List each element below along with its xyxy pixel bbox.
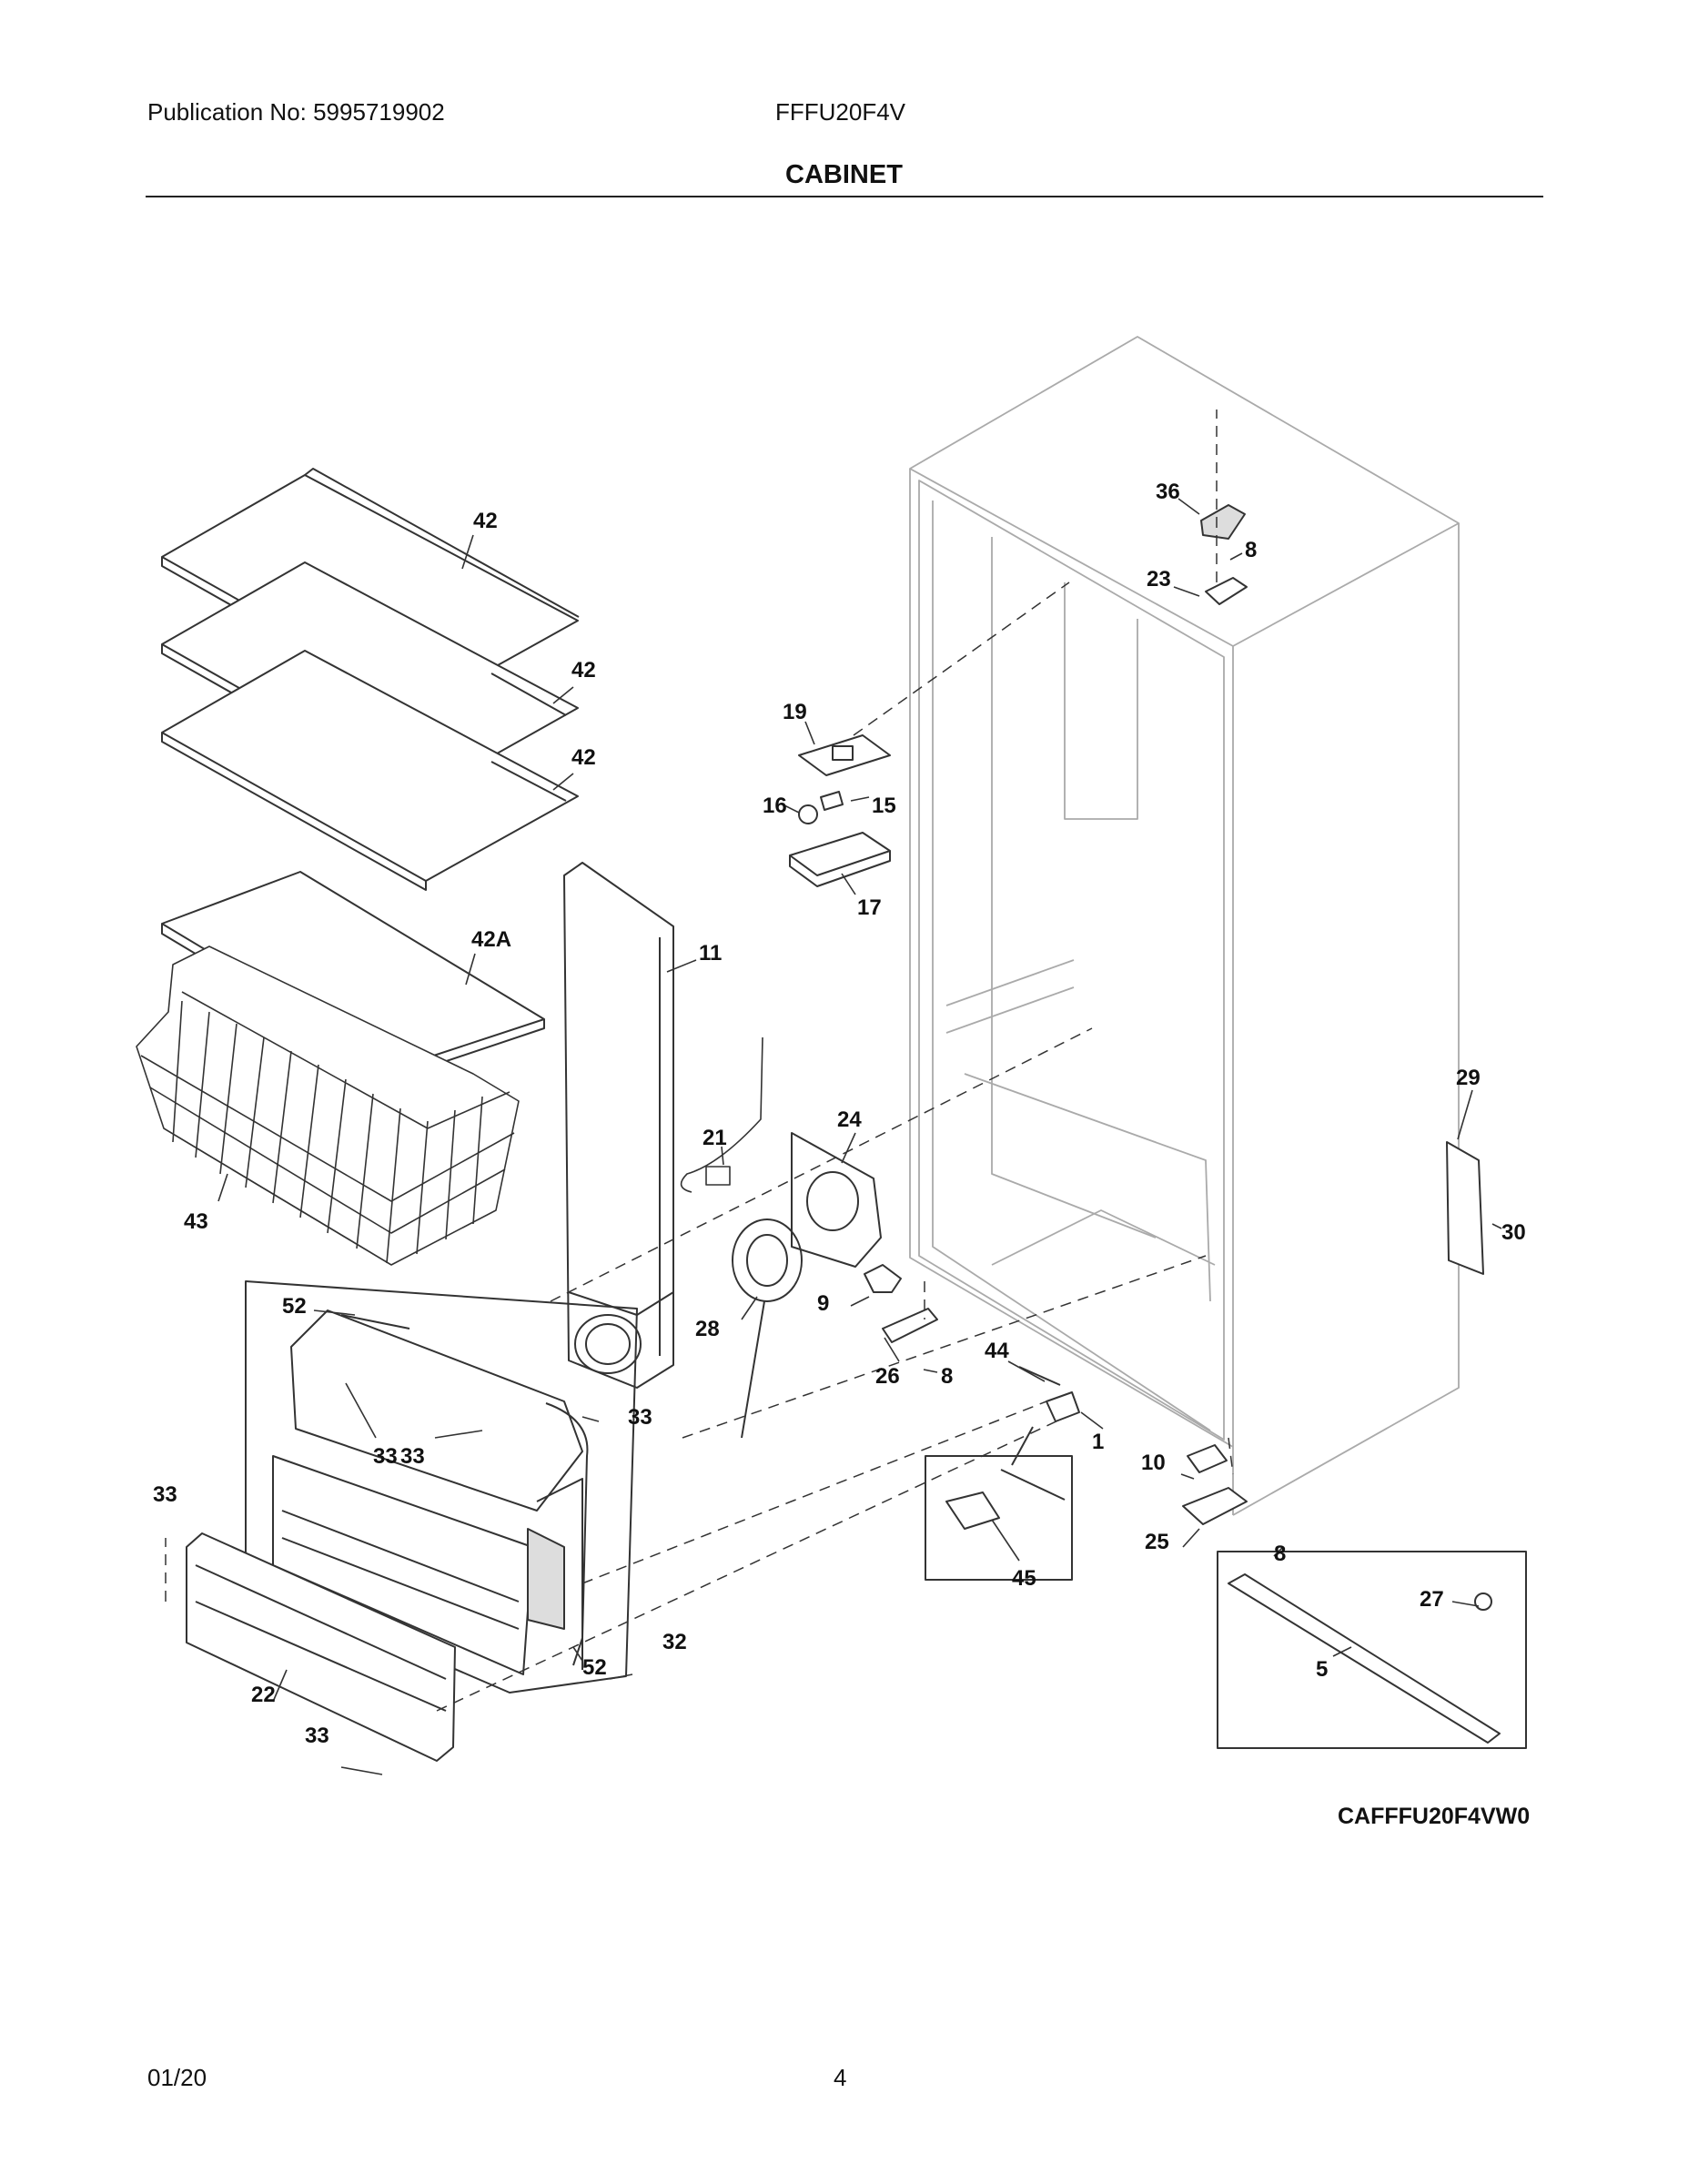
callout-label: 33	[400, 1444, 425, 1469]
callout-label: 42A	[471, 927, 511, 952]
cabinet-hardware	[864, 504, 1484, 1525]
callout-label: 26	[875, 1364, 900, 1389]
wire-harness	[680, 1036, 763, 1193]
footer-date: 01/20	[147, 2064, 207, 2091]
callout-label: 16	[763, 794, 787, 818]
wire-basket	[136, 945, 520, 1266]
kickplate-assembly-frame	[245, 1280, 638, 1694]
header-rule	[146, 196, 1543, 197]
callout-label: 32	[662, 1630, 687, 1654]
callout-label: 52	[282, 1294, 307, 1319]
callout-label: 44	[985, 1339, 1009, 1363]
callout-label: 27	[1420, 1587, 1444, 1612]
callout-label: 33	[373, 1444, 398, 1469]
callout-label: 17	[857, 895, 882, 920]
callout-label: 8	[941, 1364, 953, 1389]
callout-label: 19	[783, 700, 807, 724]
inset-box-lighting	[925, 1426, 1073, 1581]
diagram-code: CAFFFU20F4VW0	[1338, 1804, 1531, 1829]
callout-label: 33	[305, 1724, 329, 1748]
callout-label: 42	[571, 658, 596, 682]
callout-label: 28	[695, 1317, 720, 1341]
model-number: FFFU20F4V	[775, 98, 906, 126]
callout-label: 42	[571, 745, 596, 770]
callout-label: 36	[1156, 480, 1180, 504]
inset-box-trim	[1217, 1551, 1527, 1749]
callout-numbers: 42 42 42 42A 43 11 19 16 15 17 21 24 28 …	[153, 480, 1526, 1748]
callout-label: 5	[1316, 1657, 1328, 1682]
callout-label: 42	[473, 509, 498, 533]
callout-label: 8	[1274, 1542, 1286, 1566]
evaporator-cover	[563, 862, 674, 1389]
leader-lines	[217, 498, 1502, 1775]
cabinet-shell	[909, 336, 1460, 1516]
page-number: 4	[834, 2064, 847, 2091]
callout-label: 23	[1147, 567, 1171, 592]
publication-number: Publication No: 5995719902	[147, 98, 445, 126]
toe-grille	[186, 1532, 456, 1762]
fan-shroud	[791, 1132, 882, 1268]
callout-label: 8	[1245, 538, 1257, 562]
callout-label: 24	[837, 1107, 862, 1132]
section-title: CABINET	[785, 160, 903, 189]
shelf-lower	[161, 650, 579, 891]
callout-label: 22	[251, 1683, 276, 1707]
callout-label: 9	[817, 1291, 829, 1316]
callout-label: 29	[1456, 1066, 1481, 1090]
assembly-guides	[165, 410, 1234, 1712]
callout-label: 11	[699, 941, 722, 966]
callout-label: 1	[1092, 1430, 1104, 1454]
callout-label: 52	[582, 1655, 607, 1680]
callout-label: 21	[702, 1126, 727, 1150]
callout-label: 10	[1141, 1451, 1166, 1475]
fan-motor	[732, 1218, 803, 1439]
callout-label: 25	[1145, 1530, 1169, 1554]
callout-label: 30	[1501, 1220, 1526, 1245]
callout-label: 43	[184, 1209, 208, 1234]
callout-label: 15	[872, 794, 896, 818]
control-housing	[789, 734, 891, 887]
callout-label: 33	[628, 1405, 652, 1430]
callout-label: 45	[1012, 1566, 1036, 1591]
callout-label: 33	[153, 1482, 177, 1507]
